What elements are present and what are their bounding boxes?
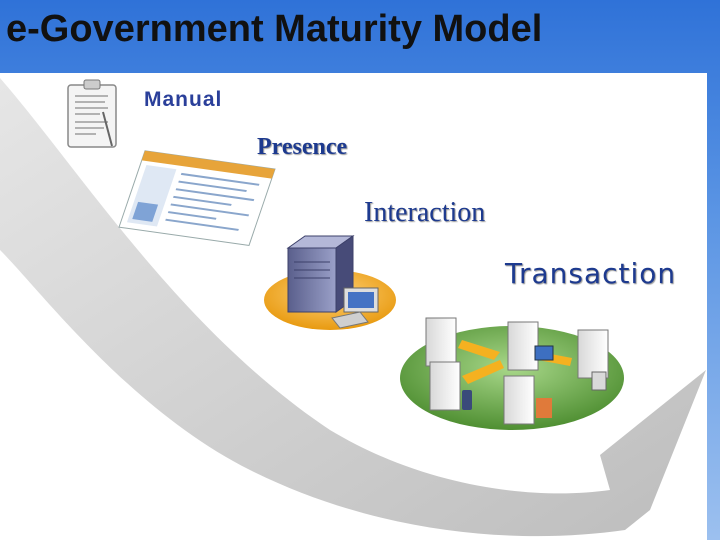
networked-servers-icon xyxy=(400,317,624,430)
title-area: e-Government Maturity Model xyxy=(0,0,720,73)
stage-label-manual: Manual xyxy=(144,88,223,111)
slide-title: e-Government Maturity Model xyxy=(6,8,543,50)
stage-label-interaction: Interaction xyxy=(364,197,486,228)
server-workstation-icon xyxy=(264,235,396,330)
clipboard-icon xyxy=(67,79,117,148)
stage-label-presence: Presence xyxy=(257,134,348,160)
web-page-icon xyxy=(118,150,276,246)
maturity-arrow xyxy=(0,78,706,537)
stage-label-transaction: Transaction xyxy=(505,257,677,290)
